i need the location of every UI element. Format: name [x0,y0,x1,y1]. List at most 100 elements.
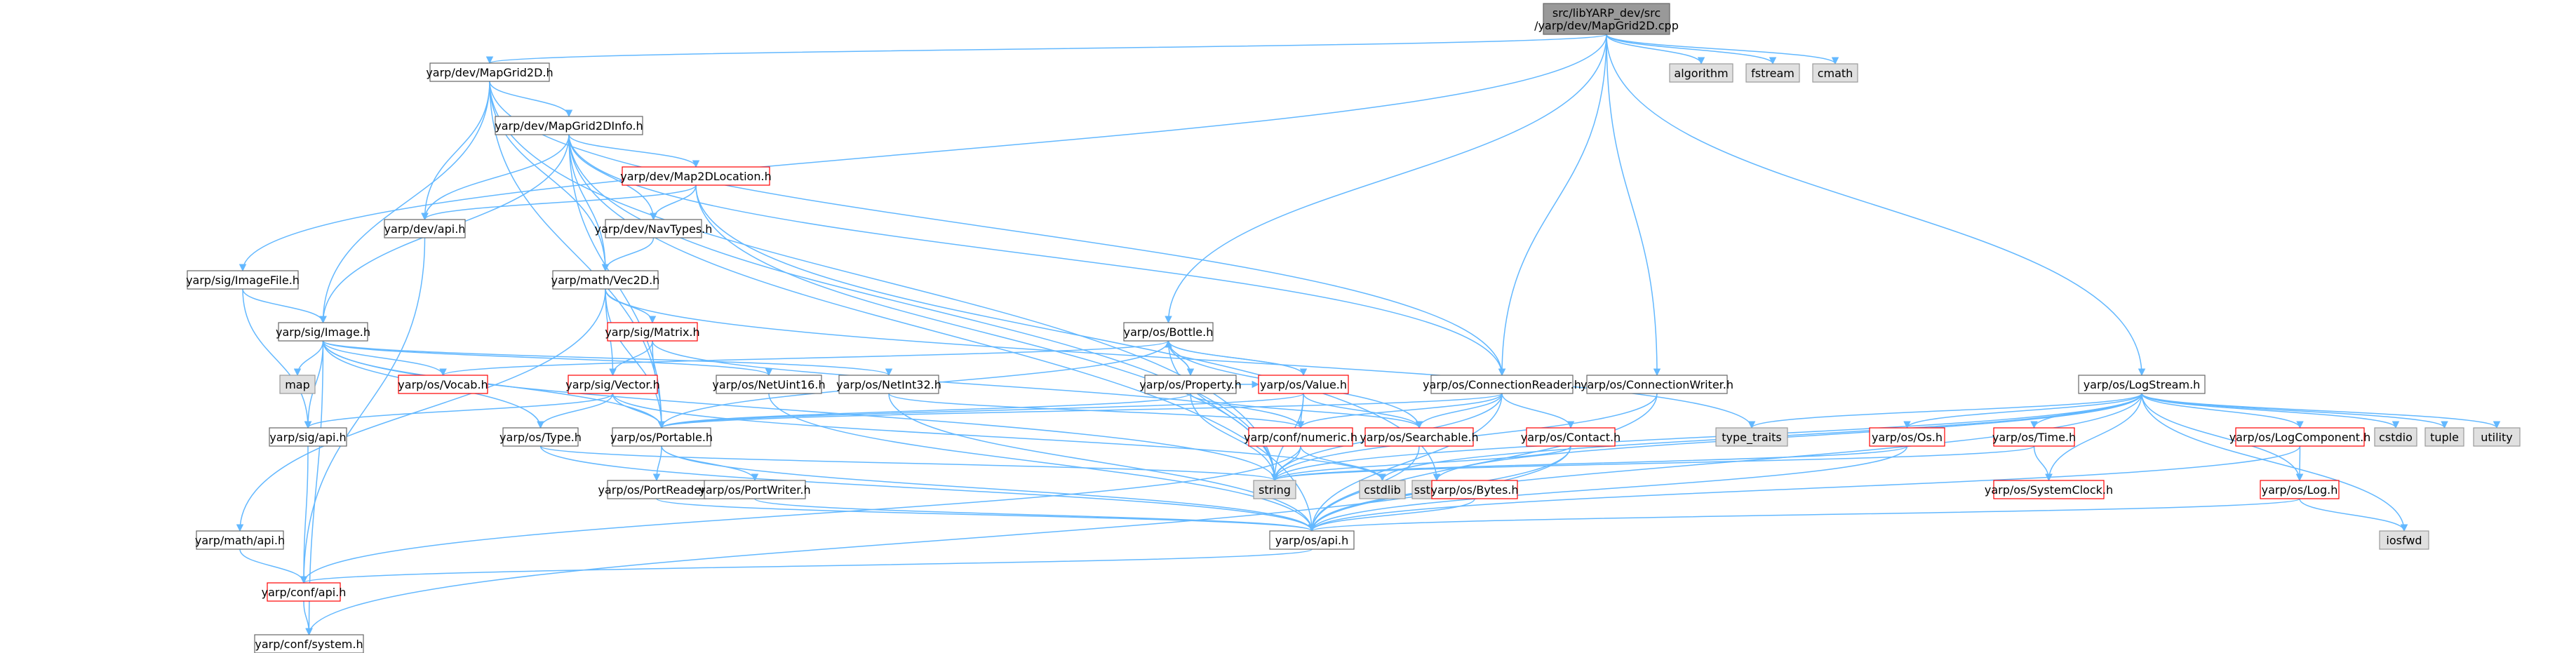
node-mapgrid2d-h[interactable]: yarp/dev/MapGrid2D.h [426,62,554,82]
edge-image_h-to-netint32_h [322,340,892,377]
node-label: yarp/sig/Matrix.h [605,325,699,339]
node-label: yarp/dev/api.h [384,222,466,236]
node-label: yarp/conf/api.h [262,586,347,599]
edge-image_h-to-vocab_h [322,340,447,377]
edge-bottle_h-to-vocab_h [439,340,1169,377]
edge-logstream_h-to-log_h [2141,393,2304,482]
node-label: cstdlib [1364,483,1401,497]
edge-matrix_h-to-confnumeric_h [652,340,1305,429]
node-label: src/libYARP_dev/src [1552,6,1661,20]
edge-logstream_h-to-type_traits [1747,393,2142,429]
node-label: yarp/conf/numeric.h [1244,431,1357,444]
edge-root-to-algorithm [1606,34,1705,65]
edge-value_h-to-portable_h [658,393,1304,429]
node-vec2d-h[interactable]: yarp/math/Vec2D.h [551,270,660,290]
edge-conf_api_h-to-confsystem_h [303,600,313,636]
edge-netuint16_h-to-os_api_h [768,393,1316,532]
node-bottle-h[interactable]: yarp/os/Bottle.h [1123,322,1214,342]
node-label: yarp/math/api.h [195,534,285,547]
node-vocab-h[interactable]: yarp/os/Vocab.h [398,375,488,394]
node-label: utility [2481,431,2513,444]
node-os-api-h[interactable]: yarp/os/api.h [1269,530,1355,550]
node-label: yarp/os/Portable.h [610,431,713,444]
node-root[interactable]: src/libYARP_dev/src/yarp/dev/MapGrid2D.c… [1534,3,1679,35]
node-label: yarp/os/Bytes.h [1430,483,1518,497]
node-sig-api-h[interactable]: yarp/sig/api.h [269,427,347,447]
node-time-h[interactable]: yarp/os/Time.h [1992,427,2076,447]
node-matrix-h[interactable]: yarp/sig/Matrix.h [605,322,700,342]
edge-navtypes_h-to-vec2d_h [601,237,655,272]
node-type-traits: type_traits [1715,427,1788,447]
node-os-h[interactable]: yarp/os/Os.h [1869,427,1945,447]
node-map2dlocation-h[interactable]: yarp/dev/Map2DLocation.h [620,166,772,186]
node-searchable-h[interactable]: yarp/os/Searchable.h [1360,427,1479,447]
edge-type_h-to-os_api_h [539,445,1316,532]
edge-mapgrid2dinfo_h-to-string [568,134,1279,482]
node-netuint16-h[interactable]: yarp/os/NetUint16.h [712,375,826,394]
edge-logstream_h-to-cstdio [2141,393,2400,429]
node-type-h[interactable]: yarp/os/Type.h [499,427,582,447]
edge-connreader_h-to-searchable_h [1415,393,1503,429]
edge-logstream_h-to-tuple [2141,393,2448,429]
edge-os_h-to-os_api_h [1308,445,1908,532]
edge-portwriter_h-to-os_api_h [754,498,1315,532]
node-label: yarp/sig/api.h [269,431,346,444]
node-label: yarp/os/PortReader.h [598,483,715,497]
edge-property_h-to-searchable_h [1190,393,1423,429]
node-label: yarp/dev/NavTypes.h [595,222,713,236]
edge-value_h-to-searchable_h [1303,393,1423,429]
node-contact-h[interactable]: yarp/os/Contact.h [1521,427,1621,447]
node-connreader-h[interactable]: yarp/os/ConnectionReader.h [1423,375,1581,394]
node-vector-h[interactable]: yarp/sig/Vector.h [565,375,660,394]
node-mapgrid2dinfo-h[interactable]: yarp/dev/MapGrid2DInfo.h [495,116,643,135]
node-portreader-h[interactable]: yarp/os/PortReader.h [598,480,716,499]
node-math-api-h[interactable]: yarp/math/api.h [195,530,285,550]
node-label: yarp/os/api.h [1275,534,1349,547]
edge-confnumeric_h-to-conf_api_h [300,445,1301,584]
node-connwriter-h[interactable]: yarp/os/ConnectionWriter.h [1581,375,1733,394]
node-log-h[interactable]: yarp/os/Log.h [2260,480,2340,499]
edge-image_h-to-netuint16_h [322,340,773,377]
node-label: yarp/math/Vec2D.h [551,274,660,287]
node-label: yarp/os/ConnectionWriter.h [1581,378,1733,391]
node-confsystem-h[interactable]: yarp/conf/system.h [254,634,364,653]
node-label: yarp/sig/ImageFile.h [186,274,300,287]
edge-mapgrid2d_h-to-vec2d_h [489,81,610,272]
edge-logstream_h-to-utility [2141,393,2501,429]
node-value-h[interactable]: yarp/os/Value.h [1258,375,1349,394]
node-logstream-h[interactable]: yarp/os/LogStream.h [2078,375,2206,394]
edge-logstream_h-to-iosfwd [2141,393,2408,532]
node-label: yarp/os/NetUint16.h [712,378,825,391]
node-systemclock-h[interactable]: yarp/os/SystemClock.h [1985,480,2113,499]
node-label: yarp/dev/MapGrid2D.h [426,66,553,79]
node-label: yarp/os/Type.h [499,431,582,444]
node-dev-api-h[interactable]: yarp/dev/api.h [384,219,466,238]
node-conf-api-h[interactable]: yarp/conf/api.h [262,582,347,602]
node-confnumeric-h[interactable]: yarp/conf/numeric.h [1244,427,1357,447]
node-portwriter-h[interactable]: yarp/os/PortWriter.h [699,480,811,499]
edge-imagefile_h-to-sig_api_h [242,288,312,429]
node-string: string [1253,480,1296,499]
node-image-h[interactable]: yarp/sig/Image.h [276,322,370,342]
edge-mapgrid2dinfo_h-to-map2dlocation_h [568,134,700,168]
node-label: type_traits [1722,431,1781,445]
node-label: /yarp/dev/MapGrid2D.cpp [1534,19,1679,32]
edge-vec2d_h-to-math_api_h [236,288,606,532]
node-property-h[interactable]: yarp/os/Property.h [1139,375,1242,394]
edge-confnumeric_h-to-cstdlib [1300,445,1386,482]
edge-image_h-to-string [322,340,1279,482]
edge-log_h-to-iosfwd [2299,498,2408,532]
edge-mapgrid2dinfo_h-to-os_api_h [568,134,1316,532]
node-imagefile-h[interactable]: yarp/sig/ImageFile.h [186,270,300,290]
node-bytes-h[interactable]: yarp/os/Bytes.h [1430,480,1519,499]
edge-map2dlocation_h-to-navtypes_h [650,184,697,221]
edge-image_h-to-map [293,340,324,377]
node-portable-h[interactable]: yarp/os/Portable.h [610,427,713,447]
node-label: yarp/os/Time.h [1992,431,2076,444]
node-netint32-h[interactable]: yarp/os/NetInt32.h [836,375,941,394]
node-navtypes-h[interactable]: yarp/dev/NavTypes.h [595,219,713,238]
node-label: yarp/os/NetInt32.h [836,378,941,391]
edge-vector_h-to-type_h [537,393,614,429]
node-logcomponent-h[interactable]: yarp/os/LogComponent.h [2229,427,2371,447]
